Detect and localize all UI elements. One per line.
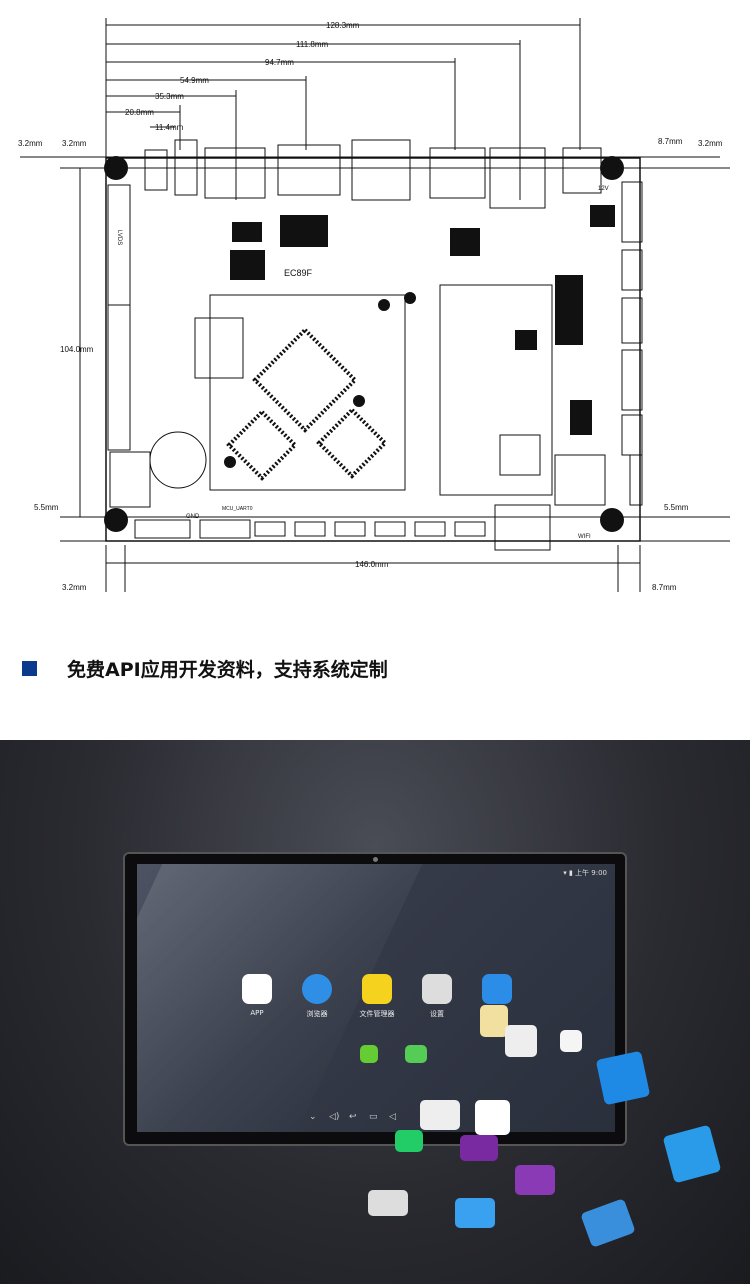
board-dimension-diagram: 128.3mm 111.8mm 94.7mm 54.9mm 35.3mm 20.…: [18, 18, 730, 592]
heading-text: 免费API应用开发资料，支持系统定制: [67, 659, 388, 681]
app-icon-grid[interactable]: [472, 974, 522, 1009]
dim-146: 146.0mm: [355, 560, 389, 569]
nav-back-icon[interactable]: ↩: [349, 1112, 357, 1122]
app-icon-file-manager[interactable]: 文件管理器: [352, 974, 402, 1019]
nav-recent-icon[interactable]: ◁: [389, 1112, 396, 1122]
dim-94-7: 94.7mm: [265, 58, 294, 67]
wifi-label: WIFI: [578, 534, 591, 540]
dim-11-4: 11.4mm: [155, 123, 184, 132]
dim-left-5-5: 5.5mm: [34, 503, 59, 512]
dim-54-9: 54.9mm: [180, 76, 209, 85]
app-icon-app[interactable]: APP: [232, 974, 282, 1017]
tablet-screen: ▾ ▮ 上午 9:00 APP 浏览器 文件管理器 设置 ⌄ ◁) ↩ ▭ ◁: [137, 864, 615, 1132]
dim-111-8: 111.8mm: [296, 40, 328, 49]
dim-35-3: 35.3mm: [155, 92, 184, 101]
gnd-label: GND: [186, 514, 200, 520]
dim-20-8: 20.8mm: [125, 108, 154, 117]
dim-bottom-8-7: 8.7mm: [652, 583, 677, 592]
dim-left-3-2a: 3.2mm: [18, 139, 43, 148]
section-heading: 免费API应用开发资料，支持系统定制: [22, 655, 388, 682]
app-icon-browser[interactable]: 浏览器: [292, 974, 342, 1019]
dim-104: 104.0mm: [60, 345, 94, 354]
dim-bottom-3-2: 3.2mm: [62, 583, 87, 592]
dim-128-3: 128.3mm: [326, 21, 360, 30]
bullet-square-icon: [22, 661, 37, 676]
dim-left-3-2b: 3.2mm: [62, 139, 87, 148]
lvds-label: LVDS: [116, 230, 122, 245]
tablet-device: ▾ ▮ 上午 9:00 APP 浏览器 文件管理器 设置 ⌄ ◁) ↩ ▭ ◁: [123, 852, 627, 1146]
camera-icon: [373, 857, 378, 862]
status-bar: ▾ ▮ 上午 9:00: [563, 869, 607, 877]
status-time: 上午 9:00: [575, 869, 607, 877]
uart-label: MCU_UART0: [222, 506, 253, 512]
nav-volume-icon[interactable]: ◁): [329, 1112, 340, 1122]
app-icon-settings[interactable]: 设置: [412, 974, 462, 1019]
12v-label: 12V: [598, 186, 609, 192]
nav-down-icon[interactable]: ⌄: [309, 1112, 317, 1122]
chip-label: EC89F: [284, 268, 313, 278]
nav-home-icon[interactable]: ▭: [369, 1112, 378, 1122]
dim-right-8-7: 8.7mm: [658, 137, 683, 146]
dim-right-3-2: 3.2mm: [698, 139, 723, 148]
dim-right-5-5: 5.5mm: [664, 503, 689, 512]
